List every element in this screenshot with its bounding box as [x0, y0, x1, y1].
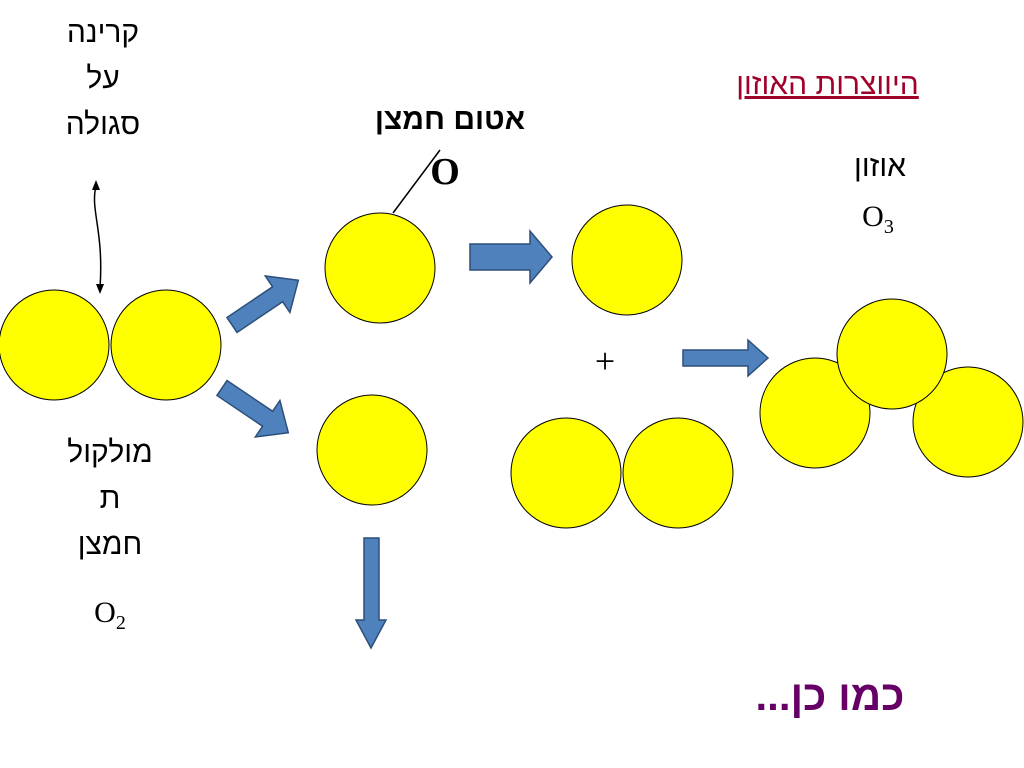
- footer-text-content: כמו כן...: [755, 672, 905, 719]
- o3-formula-subscript: 3: [883, 216, 894, 238]
- plus-sign: +: [585, 340, 625, 382]
- o2-reacting-atom-left: [510, 417, 622, 529]
- ozone-atom-top: [836, 298, 948, 410]
- o3-formula: O3: [838, 200, 918, 239]
- o2-molecule: [0, 289, 222, 401]
- o2-formula: O2: [70, 596, 150, 635]
- molecule-label-line-3: חמצן: [77, 528, 143, 561]
- ozone-atom-right: [912, 366, 1024, 478]
- uv-label-line-1: קרינה: [66, 16, 140, 49]
- o2-atom-left: [0, 289, 110, 401]
- o2-atom-right: [110, 289, 222, 401]
- o2-reacting-atom-right: [622, 417, 734, 529]
- atom-label-text: אטום חמצן: [374, 103, 526, 136]
- oxygen-atom-label: אטום חמצן: [340, 103, 560, 137]
- page-title: היווצרות האוזון: [690, 68, 965, 102]
- uv-radiation-label: קרינה על סגולה: [38, 10, 168, 148]
- plus-sign-text: +: [594, 341, 616, 381]
- split-arrow-up: [225, 275, 300, 334]
- o3-formula-base: O: [862, 200, 884, 233]
- o2-molecule-reacting: [510, 417, 734, 529]
- arrow-to-atom: [469, 228, 553, 286]
- ozone-label-text: אוזון: [854, 150, 906, 183]
- molecule-label-line-2: ת: [99, 482, 121, 515]
- uv-label-line-3: סגולה: [65, 108, 141, 141]
- o2-formula-subscript: 2: [115, 612, 126, 634]
- uv-pointer-arrow: [92, 180, 104, 294]
- ozone-atom-left: [759, 357, 871, 469]
- ozone-molecule: [759, 298, 1024, 478]
- free-oxygen-atom-top: [324, 212, 436, 324]
- oxygen-atom-symbol: O: [420, 150, 470, 194]
- split-arrow-down: [215, 379, 290, 438]
- oxygen-molecule-label: מולקול ת חמצן: [45, 430, 175, 568]
- atom-symbol-text: O: [430, 151, 460, 193]
- page-title-text: היווצרות האוזון: [736, 68, 919, 101]
- molecule-label-line-1: מולקול: [67, 436, 153, 469]
- o2-formula-base: O: [94, 596, 116, 629]
- oxygen-atom-reacting: [571, 204, 683, 316]
- atom-label-pointer-line: [392, 149, 441, 214]
- free-oxygen-atom-bottom: [316, 394, 428, 506]
- ozone-label: אוזון: [820, 150, 940, 184]
- uv-label-line-2: על: [86, 62, 120, 95]
- arrow-to-ozone: [682, 338, 770, 378]
- footer-text: כמו כן...: [715, 672, 945, 720]
- down-arrow: [354, 537, 388, 650]
